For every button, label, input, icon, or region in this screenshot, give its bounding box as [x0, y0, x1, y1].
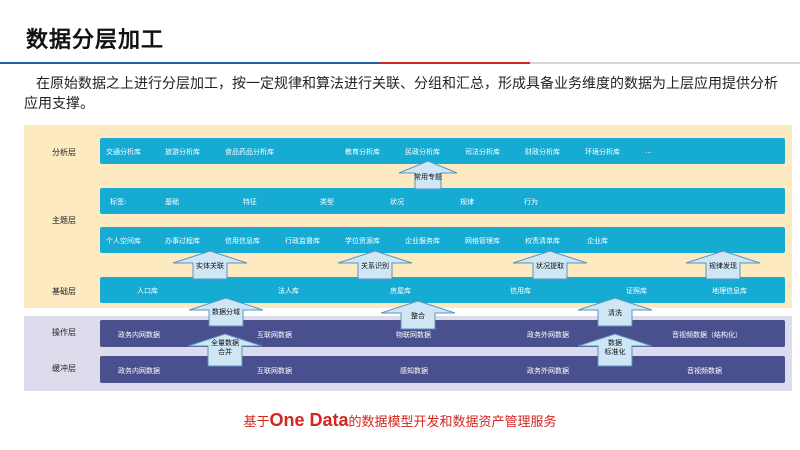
up-arrow-status-extraction: 状况提取	[512, 250, 588, 280]
base-item: 房屋库	[390, 287, 411, 295]
arrow-label-status-extraction: 状况提取	[536, 262, 564, 270]
layer-label-topic: 主题层	[52, 216, 76, 225]
topic-tags-label: 标签:	[110, 198, 127, 206]
topic-tag: 规律	[460, 198, 474, 206]
layer-label-buffer: 缓冲层	[52, 364, 76, 373]
analysis-item: 财政分析库	[525, 148, 560, 156]
topic-library: 企业服务库	[405, 237, 440, 245]
arrow-label-integration: 整合	[411, 312, 425, 320]
topic-library: 信用信息库	[225, 237, 260, 245]
topic-tag: 基础	[165, 198, 179, 206]
operation-item: 政务外网数据	[527, 331, 569, 339]
arrow-label-relation-recognition: 关系识别	[361, 262, 389, 270]
topic-library: 办事过程库	[165, 237, 200, 245]
arrow-label-rule-discovery: 规律发现	[709, 262, 737, 270]
analysis-item: 食品药品分析库	[225, 148, 274, 156]
base-item: 法人库	[278, 287, 299, 295]
buffer-item: 政务外网数据	[527, 367, 569, 375]
buffer-item: 政务内网数据	[118, 367, 160, 375]
up-arrow-data-grouping: 数据分域	[188, 297, 264, 327]
topic-library: 企业库	[587, 237, 608, 245]
operation-item: 互联网数据	[257, 331, 292, 339]
topic-library: 个人空间库	[106, 237, 141, 245]
topic-tag: 类型	[320, 198, 334, 206]
topic-library: 权责清单库	[525, 237, 560, 245]
up-arrow-standardization: 数据 标准化	[577, 333, 653, 367]
operation-item: 政务内网数据	[118, 331, 160, 339]
topic-tag: 状况	[390, 198, 404, 206]
topic-library: 学位资源库	[345, 237, 380, 245]
slide-title: 数据分层加工	[26, 28, 165, 53]
topic-tag: 特征	[243, 198, 257, 206]
topic-libraries-band: 个人空间库 办事过程库 信用信息库 行政监督库 学位资源库 企业服务库 网格管理…	[100, 227, 785, 253]
up-arrow-entity-link: 实体关联	[172, 250, 248, 280]
footer-suffix: 的数据模型开发和数据资产管理服务	[348, 415, 557, 430]
analysis-item: ...	[645, 147, 652, 155]
analysis-item: 司法分析库	[465, 148, 500, 156]
title-rule-blue-segment	[0, 62, 380, 64]
arrow-label-cleaning: 清洗	[608, 309, 622, 317]
topic-library: 行政监督库	[285, 237, 320, 245]
arrow-label-standardization: 数据 标准化	[604, 339, 626, 356]
arrow-label-full-merge: 全量数据 合并	[211, 339, 239, 356]
up-arrow-common-topic: 常用专题	[398, 160, 458, 190]
analysis-item: 环境分析库	[585, 148, 620, 156]
base-item: 人口库	[137, 287, 158, 295]
base-item: 证照库	[626, 287, 647, 295]
analysis-item: 交通分析库	[106, 148, 141, 156]
footer-prefix: 基于	[243, 415, 270, 430]
topic-library: 网格管理库	[465, 237, 500, 245]
up-arrow-relation-recognition: 关系识别	[337, 250, 413, 280]
analysis-item: 民政分析库	[405, 148, 440, 156]
analysis-item: 旅游分析库	[165, 148, 200, 156]
layer-label-base: 基础层	[52, 287, 76, 296]
title-rule-red-segment	[380, 62, 530, 64]
arrow-label-common-topic: 常用专题	[414, 173, 442, 181]
intro-paragraph: 在原始数据之上进行分层加工，按一定规律和算法进行关联、分组和汇总，形成具备业务维…	[24, 76, 778, 112]
operation-item: 音视频数据（结构化）	[672, 331, 742, 339]
arrow-label-entity-link: 实体关联	[196, 262, 224, 270]
topic-tag: 行为	[524, 198, 538, 206]
analysis-item: 教育分析库	[345, 148, 380, 156]
up-arrow-cleaning: 清洗	[577, 297, 653, 327]
buffer-item: 感知数据	[400, 367, 428, 375]
base-band: 人口库 法人库 房屋库 信用库 证照库 地理信息库	[100, 277, 785, 303]
arrow-label-data-grouping: 数据分域	[212, 308, 240, 316]
topic-tags-band: 标签: 基础 特征 类型 状况 规律 行为	[100, 188, 785, 214]
footer-caption: 基于One Data的数据模型开发和数据资产管理服务	[0, 410, 800, 431]
base-item: 地理信息库	[712, 287, 747, 295]
data-layer-diagram: 分析层 主题层 基础层 操作层 缓冲层 交通分析库 旅游分析库 食品药品分析库 …	[24, 125, 792, 391]
up-arrow-full-merge: 全量数据 合并	[187, 333, 263, 367]
layer-label-operation: 操作层	[52, 328, 76, 337]
analysis-band: 交通分析库 旅游分析库 食品药品分析库 教育分析库 民政分析库 司法分析库 财政…	[100, 138, 785, 164]
operation-item: 物联网数据	[396, 331, 431, 339]
layer-label-analysis: 分析层	[52, 148, 76, 157]
footer-brand: One Data	[269, 410, 349, 430]
buffer-item: 互联网数据	[257, 367, 292, 375]
up-arrow-integration: 整合	[380, 300, 456, 330]
up-arrow-rule-discovery: 规律发现	[685, 250, 761, 280]
base-item: 信用库	[510, 287, 531, 295]
buffer-item: 音视频数据	[687, 367, 722, 375]
